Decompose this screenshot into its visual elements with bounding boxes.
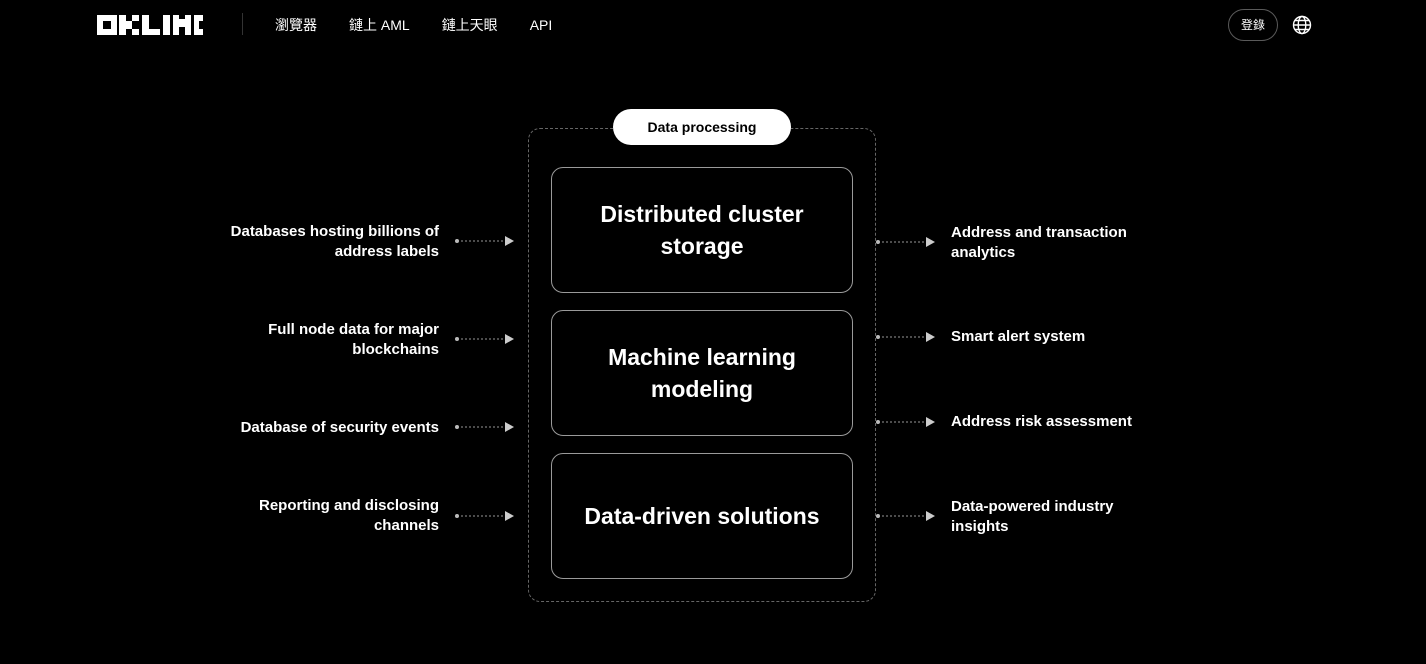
output-label: Address risk assessment (951, 413, 1132, 430)
process-box-solutions: Data-driven solutions (551, 453, 853, 579)
output-connector (876, 237, 936, 247)
globe-icon[interactable] (1292, 15, 1312, 35)
nav-item-onchain-aml[interactable]: 鏈上 AML (349, 17, 410, 33)
input-connector (455, 511, 515, 521)
nav-item-api[interactable]: API (529, 17, 553, 33)
section-label: Data processing (613, 109, 791, 145)
input-label: Database of security events (240, 419, 439, 436)
process-box-ml: Machine learning modeling (551, 310, 853, 436)
output-label: Smart alert system (951, 328, 1086, 345)
process-box-label: Data-driven solutions (584, 503, 820, 529)
output-label: Address and transaction analytics (951, 224, 1127, 261)
input-connector (455, 334, 515, 344)
process-box-storage: Distributed cluster storage (551, 167, 853, 293)
output-label: Data-powered industry insights (951, 498, 1114, 535)
nav-item-onchain-eye[interactable]: 鏈上天眼 (441, 17, 498, 33)
main-nav: 瀏覽器 鏈上 AML 鏈上天眼 API (275, 15, 584, 35)
output-connector (876, 511, 936, 521)
output-connector (876, 332, 936, 342)
oklink-logo[interactable] (97, 15, 203, 35)
login-button[interactable]: 登錄 (1228, 9, 1278, 41)
process-box-label: Machine learning modeling (608, 344, 796, 402)
process-box-label: Distributed cluster storage (600, 201, 804, 259)
input-label: Full node data for major blockchains (268, 321, 439, 358)
input-label: Reporting and disclosing channels (258, 497, 439, 534)
output-connector (876, 417, 936, 427)
input-connector (455, 422, 515, 432)
header-divider (242, 13, 243, 35)
nav-item-explorer[interactable]: 瀏覽器 (275, 17, 317, 33)
input-label: Databases hosting billions of address la… (230, 223, 439, 260)
input-connector (455, 236, 515, 246)
